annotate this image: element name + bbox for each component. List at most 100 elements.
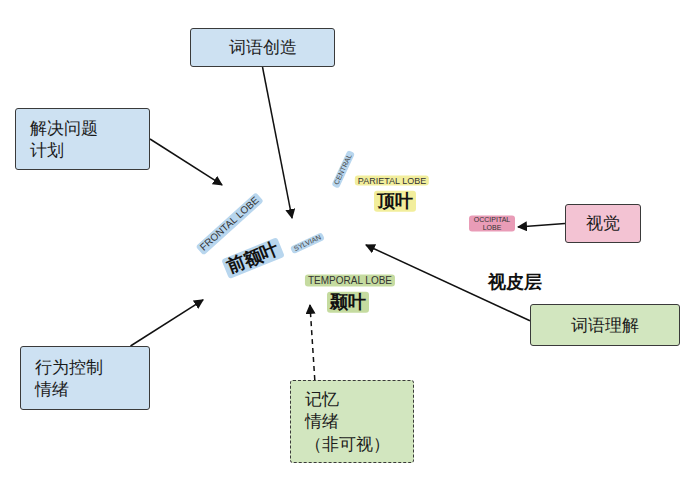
lobe-label-holder: 视皮层 — [485, 272, 545, 293]
gyrus-line — [462, 298, 508, 333]
callout-box: 解决问题 计划 — [15, 108, 150, 170]
gyrus-line — [316, 335, 371, 339]
gyrus-line — [398, 326, 446, 353]
gyrus-line — [444, 309, 475, 337]
callout-box: 视觉 — [565, 204, 641, 243]
callout-text: 解决问题 计划 — [30, 117, 108, 161]
callout-text: 行为控制 情绪 — [35, 356, 113, 400]
sulcus-label: CENTRAL — [331, 150, 355, 188]
gyrus-line — [373, 324, 386, 379]
gyrus-line — [466, 142, 513, 165]
gyrus-line — [417, 292, 457, 328]
lobe-label-holder: 颞叶 — [327, 292, 369, 313]
gyrus-line — [308, 121, 354, 143]
gyrus-line — [125, 79, 172, 111]
cerebellum-fold — [355, 317, 495, 324]
lobe-label-holder: OCCIPITAL LOBE — [469, 215, 515, 234]
gyrus-line — [508, 217, 558, 240]
gyrus-line — [220, 104, 242, 148]
gyrus-line — [267, 262, 285, 306]
gyrus-line — [375, 252, 404, 295]
lobe-fill — [322, 119, 508, 231]
gyrus-line — [433, 203, 464, 248]
gyrus-line — [190, 161, 232, 192]
gyrus-line — [200, 256, 223, 306]
gyrus-line — [490, 226, 513, 276]
gyrus-line — [405, 101, 453, 114]
arrow-connector — [518, 224, 565, 228]
gyrus-line — [457, 266, 515, 276]
gyrus-line — [308, 301, 324, 355]
gyrus-line — [385, 248, 424, 275]
gyrus-line — [250, 322, 301, 343]
callout-box: 词语创造 — [190, 28, 335, 67]
gyrus-line — [359, 121, 382, 152]
gyrus-line — [237, 232, 287, 261]
callout-text: 词语理解 — [571, 314, 639, 336]
gyrus-line — [291, 316, 313, 364]
cerebellum — [362, 297, 482, 368]
gyrus-line — [288, 141, 317, 178]
lobe-label-holder: 前额叶 — [221, 237, 284, 279]
gyrus-line — [231, 213, 273, 239]
gyrus-line — [438, 295, 458, 339]
gyrus-line — [459, 230, 498, 272]
gyrus-line — [324, 307, 348, 351]
arrow-connector — [150, 139, 222, 185]
gyrus-line — [334, 56, 344, 111]
cerebellum-fold — [355, 311, 495, 318]
gyrus-line — [273, 192, 330, 199]
cerebellum-fold — [355, 323, 495, 330]
gyrus-line — [354, 214, 389, 249]
gyrus-line — [418, 112, 458, 139]
lobe-label-holder: PARIETAL LOBE — [355, 169, 429, 188]
gyrus-line — [440, 278, 474, 303]
gyrus-line — [531, 167, 548, 219]
lobe-outline — [467, 200, 517, 267]
gyrus-line — [166, 234, 200, 277]
callout-box: 词语理解 — [530, 304, 680, 346]
gyrus-line — [479, 252, 517, 288]
brain-lobe: TEMPORAL LOBE 颞叶 — [250, 226, 502, 346]
gyrus-line — [304, 74, 328, 121]
gyrus-line — [320, 163, 328, 220]
gyrus-line — [264, 117, 273, 169]
label-holder: CENTRAL — [323, 146, 357, 189]
gyrus-line — [333, 111, 358, 158]
lobe-fill — [467, 200, 517, 267]
lobe-gyri — [231, 191, 517, 384]
gyrus-line — [237, 291, 250, 341]
lobe-latin-name: PARIETAL LOBE — [355, 176, 429, 186]
callout-text: 词语创造 — [229, 36, 297, 58]
gyrus-line — [464, 233, 473, 289]
gyrus-line — [228, 129, 252, 173]
cerebellum-fold — [355, 365, 495, 372]
cerebellum-fold — [355, 359, 495, 366]
gyrus-line — [429, 336, 454, 384]
lobe-label-holder: TEMPORAL LOBE — [305, 269, 395, 288]
cerebellum-fold — [355, 341, 495, 348]
lobe-latin-name: TEMPORAL LOBE — [305, 275, 395, 287]
lobe-name: 视皮层 — [485, 272, 545, 293]
cerebellum-fold — [355, 305, 495, 312]
gyrus-line — [295, 172, 320, 212]
gyrus-line — [317, 146, 355, 188]
arrow-connector — [310, 305, 315, 380]
lobe-label-holder: 顶叶 — [374, 191, 416, 212]
gyrus-line — [293, 65, 319, 113]
gyrus-line — [451, 157, 475, 186]
gyrus-line — [394, 97, 440, 121]
gyrus-line — [512, 177, 524, 222]
lobe-gyri — [279, 56, 558, 289]
gyrus-line — [156, 296, 160, 353]
callout-box: 记忆 情绪 （非可视） — [290, 380, 414, 463]
lobe-shape — [250, 226, 502, 346]
gyrus-line — [462, 137, 472, 192]
gyrus-line — [478, 175, 536, 180]
gyrus-line — [331, 127, 371, 152]
cerebellum-fold — [355, 299, 495, 306]
callout-text: 视觉 — [586, 212, 620, 234]
gyrus-line — [214, 155, 232, 205]
lobe-name: 颞叶 — [327, 292, 369, 313]
gyrus-line — [465, 128, 486, 174]
